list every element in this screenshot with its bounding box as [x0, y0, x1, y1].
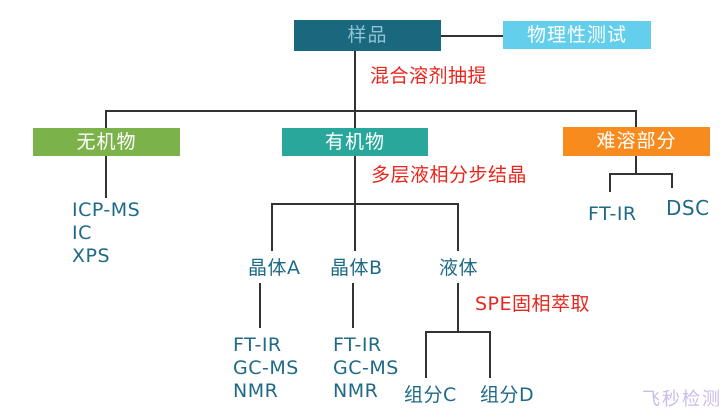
connector-sample-physical — [441, 35, 503, 37]
method-item: GC-MS — [333, 357, 399, 379]
node-ftir: FT-IR — [588, 203, 637, 225]
process-label-extraction: 混合溶剂抽提 — [370, 65, 488, 87]
distributor-level2 — [271, 203, 459, 205]
method-item: XPS — [72, 245, 111, 267]
node-sample: 样品 — [294, 20, 441, 51]
crystal-a-methods-list: FT-IR GC-MS NMR — [233, 334, 299, 403]
drop-to-fraction-c — [425, 331, 427, 378]
method-item: FT-IR — [233, 334, 282, 356]
node-physical-test: 物理性测试 — [503, 21, 651, 49]
connector-liquid-down — [457, 283, 459, 331]
fork-insoluble — [609, 173, 673, 175]
drop-to-liquid — [457, 203, 459, 251]
node-liquid: 液体 — [439, 257, 479, 279]
drop-to-fraction-d — [489, 331, 491, 378]
method-item: ICP-MS — [72, 199, 141, 221]
drop-to-crystal-a — [271, 203, 273, 251]
crystal-b-methods-list: FT-IR GC-MS NMR — [333, 334, 399, 403]
node-fraction-d: 组分D — [480, 384, 535, 406]
process-label-crystallization: 多层液相分步结晶 — [371, 164, 528, 186]
connector-crystal-a-down — [259, 283, 261, 328]
drop-to-dsc — [671, 173, 673, 188]
drop-to-insoluble — [635, 110, 637, 127]
connector-crystal-b-down — [352, 283, 354, 328]
connector-organic-down — [354, 156, 356, 203]
node-crystal-b: 晶体B — [330, 257, 383, 279]
node-crystal-a: 晶体A — [248, 257, 301, 279]
inorganic-methods-list: ICP-MS IC XPS — [72, 199, 140, 268]
drop-to-ftir — [609, 173, 611, 192]
fork-liquid — [425, 331, 491, 333]
method-item: NMR — [233, 380, 279, 402]
method-item: IC — [72, 222, 92, 244]
node-organic: 有机物 — [282, 128, 428, 156]
method-item: NMR — [333, 380, 379, 402]
process-label-spe: SPE固相萃取 — [475, 293, 591, 315]
drop-to-organic — [354, 110, 356, 128]
node-insoluble: 难溶部分 — [563, 127, 710, 156]
connector-sample-down — [354, 51, 356, 111]
node-dsc: DSC — [666, 196, 710, 220]
drop-to-inorganic — [105, 110, 107, 128]
distributor-level1 — [105, 110, 637, 112]
node-inorganic: 无机物 — [33, 128, 180, 156]
node-fraction-c: 组分C — [404, 384, 457, 406]
method-item: GC-MS — [233, 357, 299, 379]
method-item: FT-IR — [333, 334, 382, 356]
watermark-feimiao-jiance: 飞秒检测 — [642, 389, 722, 410]
drop-to-crystal-b — [354, 203, 356, 251]
connector-inorganic-down — [105, 156, 107, 198]
connector-insoluble-down — [635, 156, 637, 174]
